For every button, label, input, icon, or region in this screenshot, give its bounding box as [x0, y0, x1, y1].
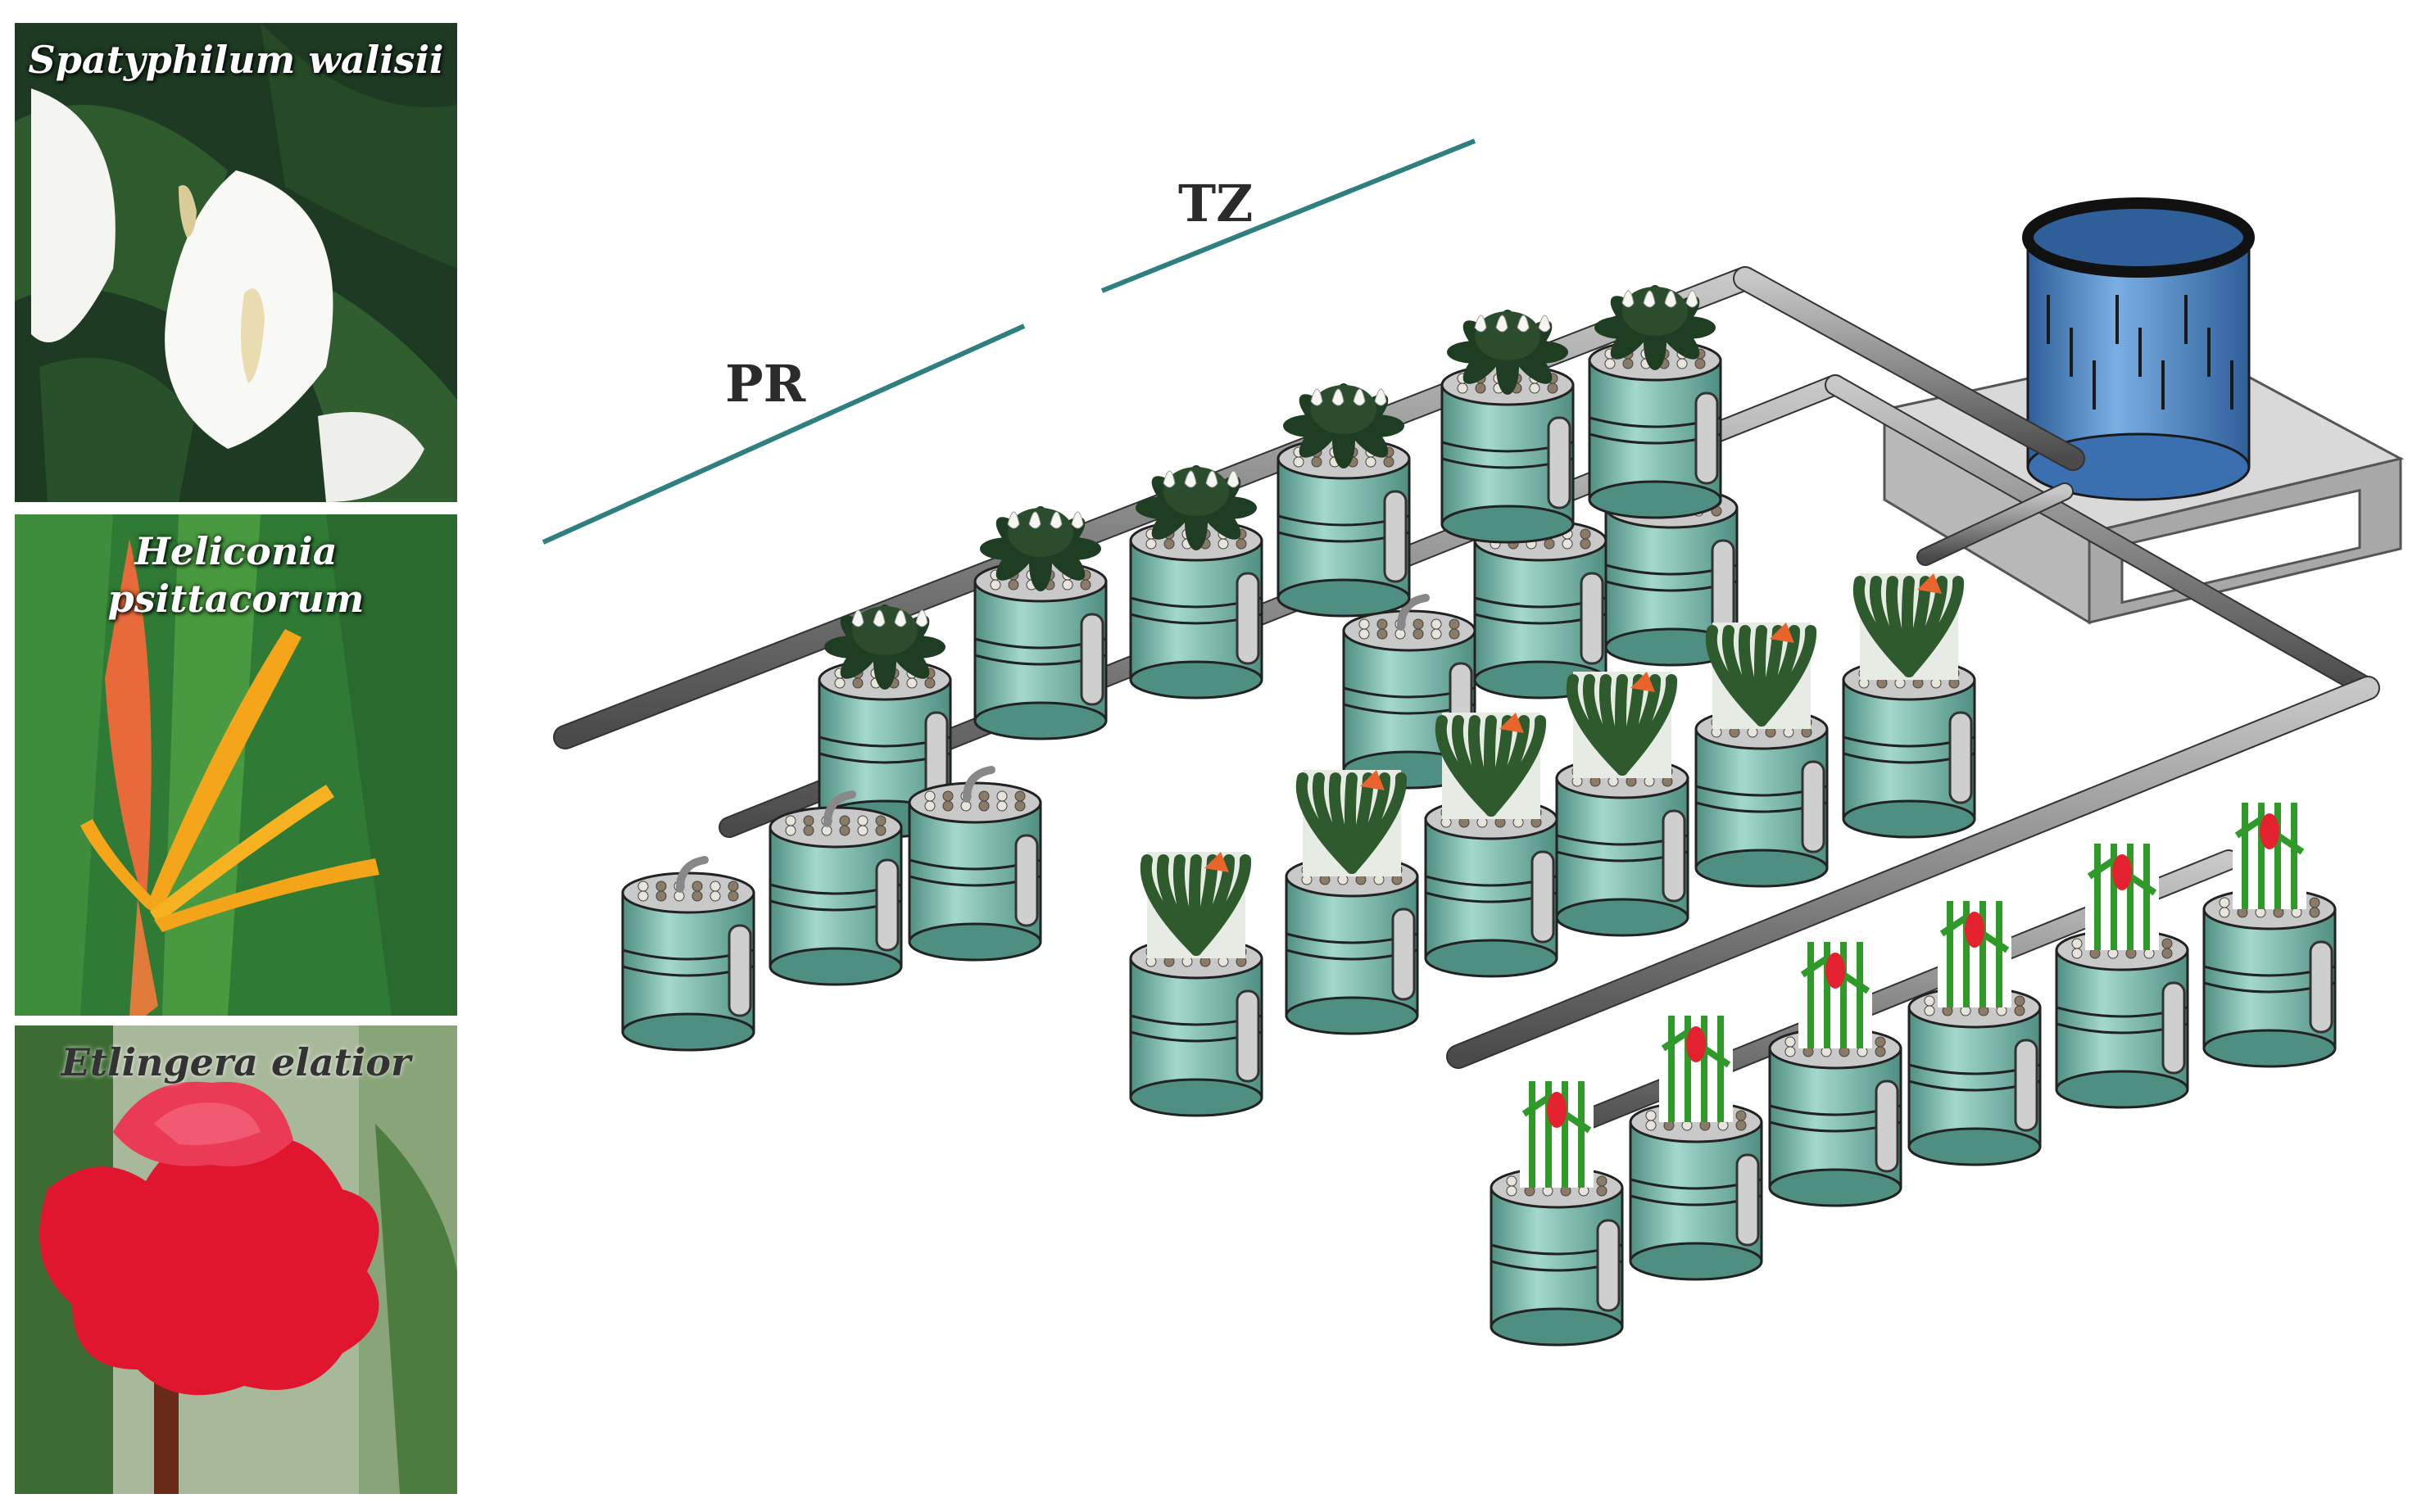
pipe-lower — [1446, 676, 2380, 1069]
heliconia-pot — [1555, 672, 1689, 937]
spathiphyllum-pot — [1440, 310, 1575, 544]
system-diagram: PR TZ — [542, 138, 2405, 1347]
etlingera-pot — [1490, 1073, 1624, 1347]
spathiphyllum-pot — [973, 506, 1108, 740]
spathiphyllum-pot — [1588, 285, 1722, 519]
etlingera-photo-image — [15, 1025, 457, 1494]
heliconia-pot — [1424, 713, 1558, 978]
heliconia-pot — [1285, 770, 1419, 1035]
heliconia-pot — [1842, 573, 1976, 839]
spathiphyllum-pot — [1129, 465, 1263, 699]
pipe-right-main — [1825, 374, 2378, 699]
spathiphyllum-pot — [1276, 383, 1411, 618]
tz-zone-label: TZ — [1178, 174, 1253, 233]
photo-etlingera: Etlingera elatior — [15, 1025, 457, 1494]
water-tank — [2022, 197, 2255, 501]
spathiphyllum-photo-image — [15, 23, 457, 502]
pr-zone-line — [542, 324, 1026, 545]
substrate-pot-front — [908, 766, 1042, 962]
photo-caption: Spatyphilum walisii — [28, 38, 444, 82]
etlingera-pot — [1768, 934, 1902, 1207]
pipe-upper-return — [1733, 266, 2085, 471]
substrate-pot-front — [769, 790, 903, 986]
etlingera-pot — [2202, 794, 2337, 1068]
photo-spathiphyllum: Spatyphilum walisii — [15, 23, 457, 502]
tz-zone-line — [1100, 138, 1476, 293]
etlingera-pot — [1907, 893, 2042, 1166]
substrate-pot-front — [621, 856, 755, 1052]
photo-caption: Etlingera elatior — [61, 1040, 411, 1084]
pr-zone-label: PR — [725, 354, 806, 414]
etlingera-pot — [2055, 835, 2189, 1109]
heliconia-pot — [1694, 622, 1829, 888]
tank-outlet-pipe — [1916, 482, 2074, 566]
heliconia-photo-image — [15, 514, 457, 1016]
photo-heliconia: Heliconia psittacorum — [15, 514, 457, 1016]
etlingera-pot — [1629, 1007, 1763, 1281]
photo-caption: Heliconia psittacorum — [107, 529, 365, 621]
heliconia-pot — [1129, 852, 1263, 1117]
